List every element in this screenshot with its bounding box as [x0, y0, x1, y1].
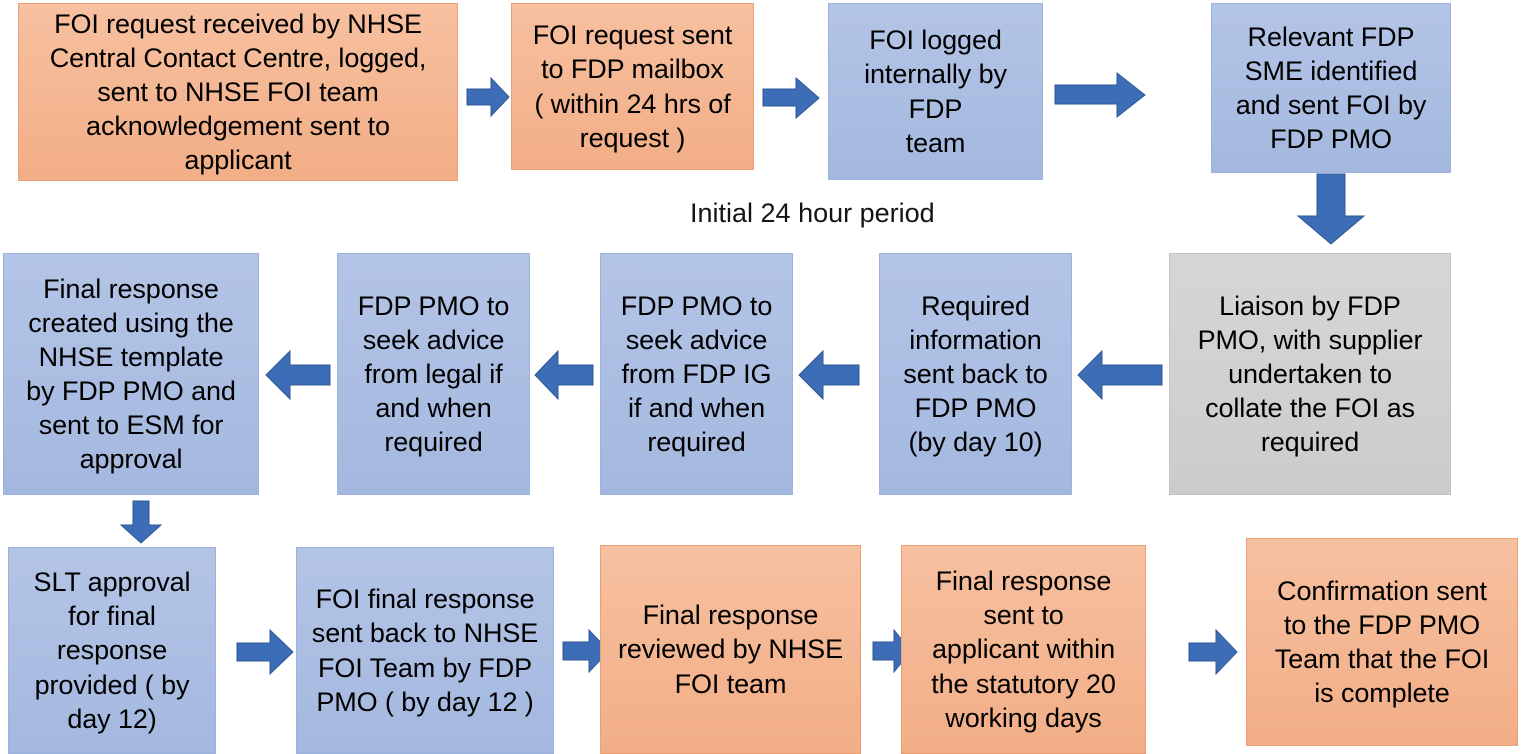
arrow-left-icon-r2-4 [1077, 349, 1163, 401]
process-box-seek-advice-fdp-ig: FDP PMO to seek advice from FDP IG if an… [600, 253, 793, 495]
process-box-final-response-created: Final response created using the NHSE te… [3, 253, 259, 495]
process-box-liaison-by-fdp-pmo: Liaison by FDP PMO, with supplier undert… [1169, 253, 1451, 495]
arrow-down-icon-r2 [119, 500, 163, 544]
arrow-left-icon-r2-3 [798, 349, 860, 401]
process-box-foi-request-sent-to-fdp-mailbox: FOI request sent to FDP mailbox ( within… [511, 3, 754, 170]
process-box-foi-request-received: FOI request received by NHSE Central Con… [18, 3, 458, 181]
arrow-right-icon-r3-1 [236, 628, 294, 676]
process-box-foi-logged-internally: FOI logged internally by FDP team [828, 3, 1043, 180]
arrow-right-icon-r3-2 [562, 628, 610, 674]
arrow-left-icon-r2-1 [265, 349, 331, 401]
arrow-down-icon-r1 [1296, 173, 1366, 245]
arrow-right-icon-r1-3 [1054, 71, 1146, 119]
initial-period-caption: Initial 24 hour period [690, 198, 935, 228]
arrow-left-icon-r2-2 [534, 349, 594, 401]
process-box-seek-advice-legal: FDP PMO to seek advice from legal if and… [337, 253, 530, 495]
process-box-slt-approval: SLT approval for final response provided… [8, 547, 216, 754]
arrow-right-icon-r1-1 [466, 76, 510, 118]
arrow-right-icon-r3-4 [1188, 628, 1238, 676]
process-box-foi-final-response-sent-back: FOI final response sent back to NHSE FOI… [296, 547, 554, 754]
process-box-final-response-sent-to-applicant: Final response sent to applicant within … [901, 545, 1146, 754]
process-box-required-information-sent-back: Required information sent back to FDP PM… [879, 253, 1072, 495]
process-box-relevant-fdp-sme-identified: Relevant FDP SME identified and sent FOI… [1211, 3, 1451, 173]
process-box-confirmation-sent: Confirmation sent to the FDP PMO Team th… [1246, 538, 1518, 746]
arrow-right-icon-r1-2 [762, 76, 820, 120]
process-box-final-response-reviewed: Final response reviewed by NHSE FOI team [600, 545, 861, 754]
